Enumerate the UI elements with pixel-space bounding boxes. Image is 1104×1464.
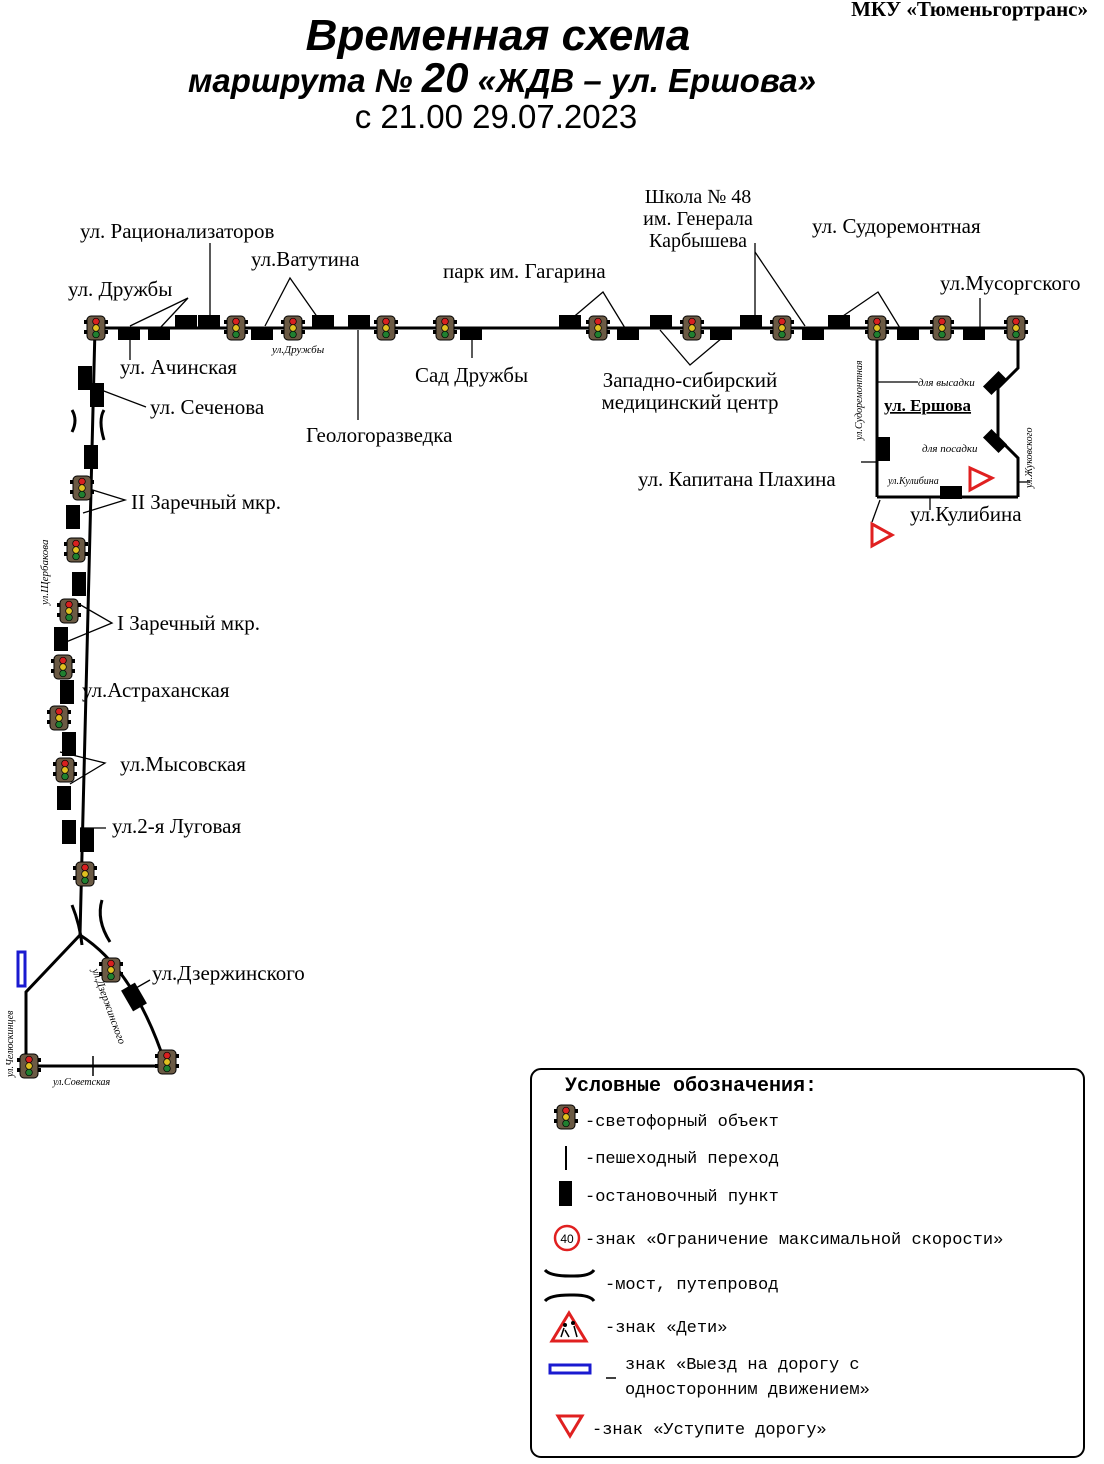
children-sign-icon [549,1310,589,1343]
traffic-light-icon [553,1104,579,1130]
legend-traffic-light: -светофорный объект [585,1113,779,1132]
label-lugovaya-2: ул.2-я Луговая [112,814,241,838]
one-way-exit-icon [16,950,27,988]
label-sudoremontnaya: ул. Судоремонтная [812,214,981,238]
label-ershova: ул. Ершова [884,396,972,415]
label-geologorazvedka: Геологоразведка [306,423,453,447]
label-mysovskaya: ул.Мысовская [120,752,246,776]
label-ratsionalizatorov: ул. Рационализаторов [80,219,274,243]
label-zsmc-line2: медицинский центр [602,390,779,414]
give-way-legend-icon [555,1414,585,1439]
label-sad-druzhby: Сад Дружбы [415,363,528,387]
legend-title: Условные обозначения: [565,1075,817,1098]
legend-bridge: -мост, путепровод [605,1276,778,1295]
label-musorgskogo: ул.Мусоргского [940,271,1080,295]
legend-children: -знак «Дети» [605,1319,727,1338]
label-kulibina: ул.Кулибина [910,502,1022,526]
route-lines [24,326,1020,1068]
legend-box [530,1068,1085,1458]
route-title: маршрута № 20 «ЖДВ – ул. Ершова» [188,54,816,101]
callout-lines [59,243,1030,989]
legend-one-way-line1: знак «Выезд на дорогу с [625,1356,860,1375]
speed-limit-icon [553,1224,581,1252]
street-kulibina: ул.Кулибина [887,476,939,487]
street-sovetskaya: ул.Советская [52,1077,111,1088]
route-prefix: маршрута № [188,62,422,99]
label-astrakhanskaya: ул.Астраханская [82,678,230,702]
route-number: 20 [421,54,469,101]
bus-stops [54,315,1008,1012]
legend-one-way-line2: односторонним движением» [625,1381,870,1400]
label-vatutina: ул.Ватутина [251,247,360,271]
page-title: Временная схема [306,11,691,60]
street-dlya-posadki: для посадки [922,443,978,455]
one-way-exit-legend-icon [548,1363,592,1375]
label-park-gagarina: парк им. Гагарина [443,259,606,283]
org-name: МКУ «Тюменьгортранс» [851,0,1088,21]
label-achinskaya: ул. Ачинская [120,355,237,379]
label-school-48-line2: им. Генерала [643,208,753,230]
label-kapitana-plakhina: ул. Капитана Плахина [638,467,836,491]
label-sechenova: ул. Сеченова [150,395,265,419]
route-name: «ЖДВ – ул. Ершова» [468,62,816,99]
bridge-icons [70,409,112,946]
legend-crosswalk: -пешеходный переход [585,1150,779,1169]
speed-limit-value: 40 [560,1232,574,1246]
label-druzhby: ул. Дружбы [68,277,172,301]
bridge-icon [543,1268,596,1303]
legend-give-way: -знак «Уступите дорогу» [592,1421,827,1440]
label-zsmc-line1: Западно-сибирский [603,368,778,392]
label-dzerzhinskogo: ул.Дзержинского [152,961,305,985]
bus-stop-icon [559,1181,572,1206]
street-sudoremontnaya: ул.Судоремонтная [854,360,865,441]
label-school-48-line3: Карбышева [649,230,747,252]
legend-speed-limit: -знак «Ограничение максимальной скорости… [585,1231,1003,1250]
street-druzhby: ул.Дружбы [271,344,325,356]
give-way-signs [870,465,996,549]
street-dlya-vysadki: для высадки [918,377,975,389]
legend-stop: -остановочный пункт [585,1188,779,1207]
give-way-icon [968,465,996,493]
legend: Условные обозначения: -светофорный объек… [530,1068,1085,1458]
label-zarechny-2: II Заречный мкр. [131,490,281,514]
street-shcherbakova: ул.Щербакова [39,539,51,606]
effective-date: с 21.00 29.07.2023 [355,98,638,135]
label-school-48-line1: Школа № 48 [645,186,752,208]
street-zhukovskogo: ул.Жуковского [1024,428,1035,489]
give-way-icon [870,521,896,549]
label-zarechny-1: I Заречный мкр. [117,611,260,635]
street-chelyuskintsev: ул.Челюскинцев [5,1010,16,1078]
